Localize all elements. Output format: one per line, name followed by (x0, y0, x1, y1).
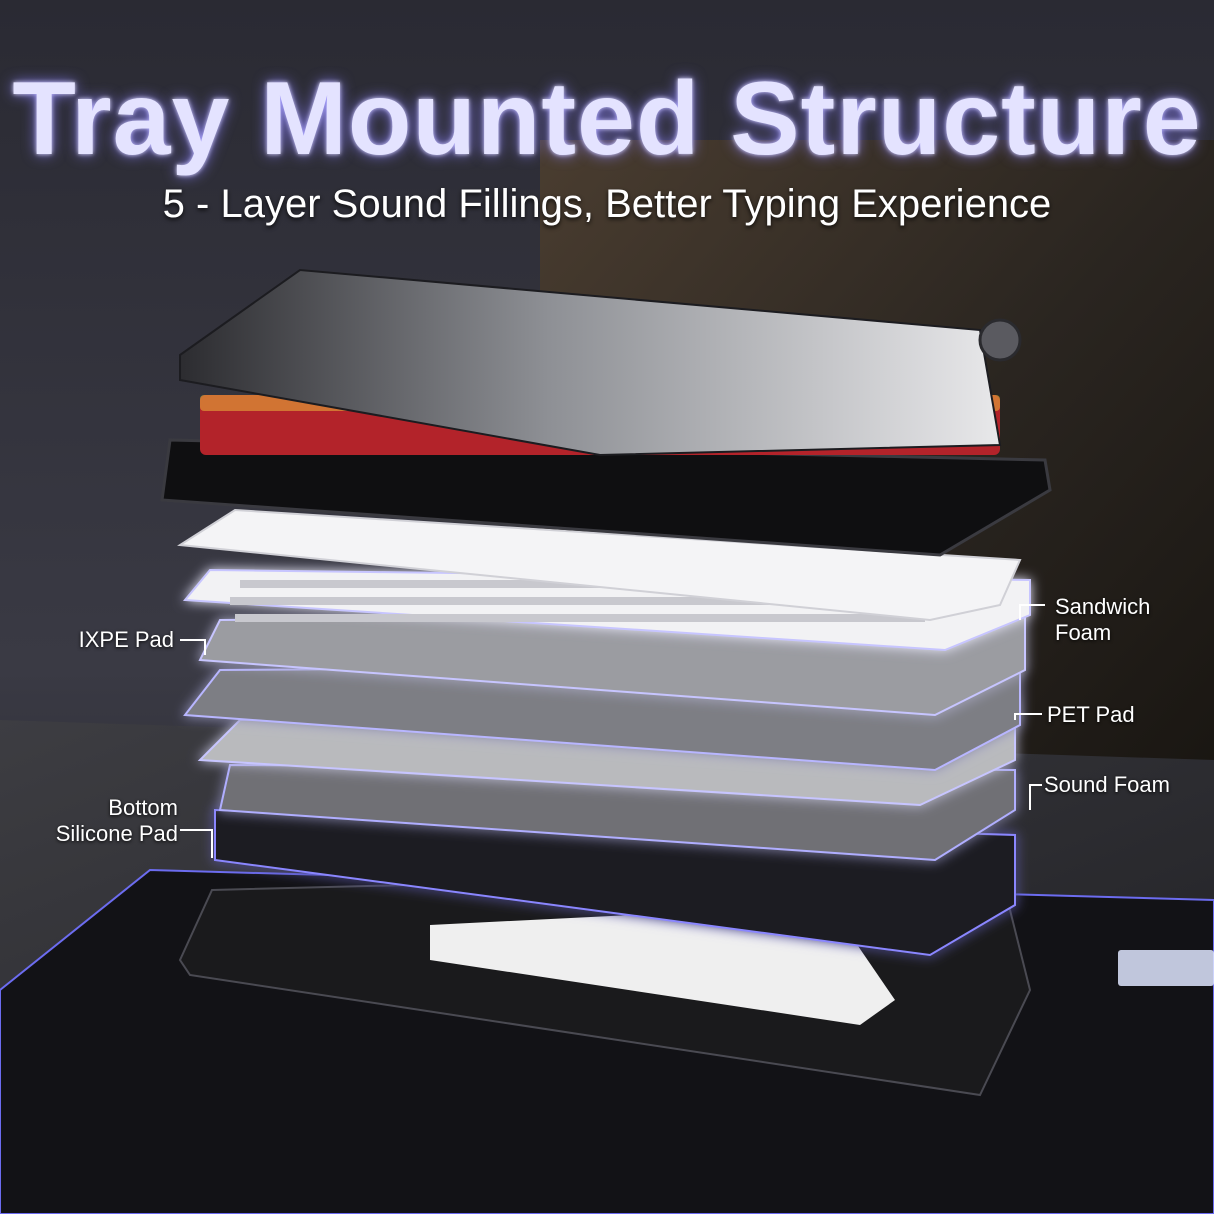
keycaps (179, 268, 1002, 457)
page-title: Tray Mounted Structure (12, 61, 1202, 177)
pet-pad-label: PET Pad (1047, 702, 1135, 727)
volume-knob (978, 318, 1022, 362)
page-subtitle: 5 - Layer Sound Fillings, Better Typing … (162, 182, 1052, 226)
top-case (160, 438, 1052, 557)
ixpe-pad-label: IXPE Pad (78, 627, 174, 652)
sandwich-foam-label: Sandwich Foam (1055, 594, 1151, 645)
sound-foam-label: Sound Foam (1044, 772, 1170, 797)
bottom-silicone-pad-label: Bottom Silicone Pad (55, 795, 178, 846)
leader-lines (180, 604, 1045, 858)
light-bar (1118, 950, 1214, 986)
